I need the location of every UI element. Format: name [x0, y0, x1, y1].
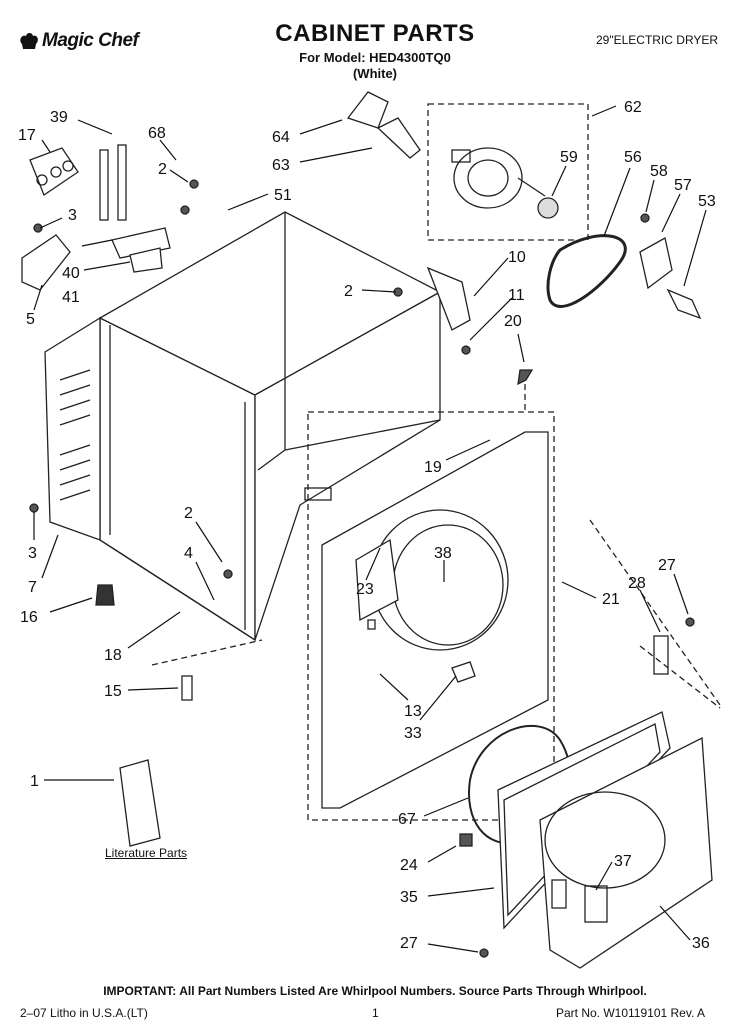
callout-56: 56	[624, 149, 642, 166]
callout-10: 10	[508, 249, 526, 266]
callout-27-upper: 27	[658, 557, 676, 574]
callout-11: 11	[508, 287, 525, 304]
callout-27-lower: 27	[400, 935, 418, 952]
model-line: For Model: HED4300TQ0	[299, 50, 451, 65]
callout-17: 17	[18, 127, 36, 144]
callout-39: 39	[50, 109, 68, 126]
page-title: CABINET PARTS	[275, 20, 475, 47]
callout-68: 68	[148, 125, 166, 142]
callout-35: 35	[400, 889, 418, 906]
callout-63: 63	[272, 157, 290, 174]
door-catch	[459, 833, 473, 847]
motor-group-outline	[427, 103, 589, 241]
callout-57: 57	[674, 177, 692, 194]
cabinet-body	[98, 211, 442, 642]
callout-3-lower: 3	[28, 545, 37, 562]
litho-note: 2–07 Litho in U.S.A.(LT)	[20, 1006, 148, 1020]
callout-2-lower: 2	[184, 505, 193, 522]
kick-plate-bracket	[181, 675, 193, 701]
page-number: 1	[372, 1006, 379, 1020]
drive-motor	[451, 147, 559, 219]
callout-2-upper: 2	[158, 161, 167, 178]
door-outer	[539, 736, 713, 969]
door-hinge	[653, 635, 669, 675]
side-panel	[44, 316, 101, 541]
callout-16: 16	[20, 609, 38, 626]
callout-28: 28	[628, 575, 646, 592]
literature-book	[119, 759, 161, 847]
callout-51: 51	[274, 187, 292, 204]
callout-67: 67	[398, 811, 416, 828]
callout-24: 24	[400, 857, 418, 874]
callout-37: 37	[614, 853, 632, 870]
leveling-leg	[95, 584, 115, 606]
idler-bracket	[639, 237, 673, 290]
callout-1: 1	[30, 773, 39, 790]
part-number: Part No. W10119101 Rev. A	[556, 1006, 705, 1020]
leader-lines	[33, 105, 707, 953]
callout-36: 36	[692, 935, 710, 952]
callout-23: 23	[356, 581, 374, 598]
brand-name: Magic Chef	[42, 30, 139, 52]
callout-20: 20	[504, 313, 522, 330]
callout-3-upper: 3	[68, 207, 77, 224]
callout-62: 62	[624, 99, 642, 116]
idler-pulley	[666, 288, 702, 320]
brand-logo: Magic Chef	[18, 30, 139, 52]
callout-53: 53	[698, 193, 716, 210]
color-line: (White)	[352, 66, 398, 81]
callout-4: 4	[184, 545, 193, 562]
callout-40: 40	[62, 265, 80, 282]
literature-label: Literature Parts	[105, 846, 188, 860]
callout-13: 13	[404, 703, 422, 720]
callout-64: 64	[272, 129, 290, 146]
front-panel-outline	[307, 411, 555, 821]
front-panel	[321, 431, 549, 809]
callout-5: 5	[26, 311, 35, 328]
callout-18: 18	[104, 647, 122, 664]
callout-19: 19	[424, 459, 442, 476]
callout-33: 33	[404, 725, 422, 742]
terminal-block-parts	[21, 144, 171, 291]
callout-15: 15	[104, 683, 122, 700]
callout-38: 38	[434, 545, 452, 562]
callout-21: 21	[602, 591, 620, 608]
callout-7: 7	[28, 579, 37, 596]
drum-seal-cone	[517, 369, 534, 386]
door-switch	[426, 266, 471, 331]
callout-59: 59	[560, 149, 578, 166]
product-type: 29"ELECTRIC DRYER	[596, 33, 719, 47]
callout-2-middle: 2	[344, 283, 353, 300]
important-note: IMPORTANT: All Part Numbers Listed Are W…	[103, 984, 647, 998]
callout-41: 41	[62, 289, 80, 306]
top-bracket	[346, 91, 421, 159]
drive-belt	[546, 234, 627, 308]
chef-hat-icon	[18, 30, 40, 52]
callout-58: 58	[650, 163, 668, 180]
